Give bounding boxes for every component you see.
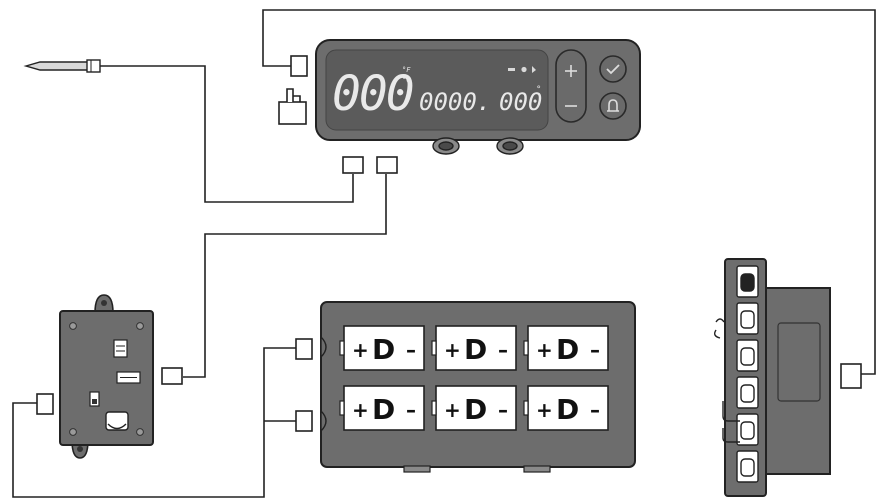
power-supply bbox=[713, 258, 831, 497]
battery-cell: +D– bbox=[431, 325, 517, 371]
main-unit-f: °F bbox=[402, 66, 411, 74]
battery-size-label: D bbox=[372, 333, 395, 366]
battery-plus-sign: + bbox=[352, 338, 369, 362]
battery-plus-sign: + bbox=[536, 398, 553, 422]
connector-relay-out bbox=[376, 156, 398, 174]
battery-terminal-nub bbox=[431, 400, 437, 416]
battery-cell-outline bbox=[343, 325, 425, 371]
wire-relay-to-battery-pack bbox=[12, 347, 296, 498]
probe-tip bbox=[23, 61, 89, 71]
battery-minus-sign: – bbox=[406, 398, 416, 422]
terminal-slot bbox=[736, 450, 759, 483]
alarm-button[interactable] bbox=[599, 92, 627, 120]
power-supply-hook bbox=[713, 318, 725, 339]
terminal-slots bbox=[736, 265, 759, 483]
battery-cells: +D–+D–+D–+D–+D–+D– bbox=[339, 325, 609, 431]
power-supply-clip bbox=[722, 401, 740, 422]
battery-cell-outline bbox=[527, 385, 609, 431]
plus-minus-rocker[interactable] bbox=[555, 49, 587, 123]
terminal-slot bbox=[736, 376, 759, 409]
battery-connectors bbox=[295, 338, 313, 432]
battery-cell: +D– bbox=[523, 385, 609, 431]
controller-display bbox=[325, 49, 549, 131]
battery-minus-sign: – bbox=[590, 398, 600, 422]
tertiary-unit: ° bbox=[536, 85, 541, 95]
controller-connectors bbox=[290, 55, 398, 174]
battery-pack-foot-left bbox=[403, 465, 431, 473]
battery-cell: +D– bbox=[523, 325, 609, 371]
battery-terminal-nub bbox=[523, 340, 529, 356]
relay-box-screws bbox=[69, 322, 144, 436]
relay-connectors bbox=[36, 367, 183, 415]
hand-pointer-icon bbox=[278, 88, 307, 125]
bell-icon bbox=[607, 99, 619, 112]
battery-minus-sign: – bbox=[406, 338, 416, 362]
battery-connector-top bbox=[295, 338, 313, 360]
wires bbox=[12, 9, 876, 498]
battery-minus-sign: – bbox=[498, 338, 508, 362]
battery-size-label: D bbox=[464, 393, 487, 426]
power-supply-window bbox=[777, 322, 821, 402]
wire-controller-to-power-supply bbox=[262, 9, 876, 375]
wire-probe-to-controller bbox=[100, 65, 354, 203]
terminal-slot bbox=[736, 413, 759, 446]
battery-cell: +D– bbox=[339, 325, 425, 371]
connector-probe-in bbox=[342, 156, 364, 174]
terminal-slot bbox=[736, 339, 759, 372]
battery-minus-sign: – bbox=[590, 338, 600, 362]
battery-size-label: D bbox=[464, 333, 487, 366]
battery-cell: +D– bbox=[339, 385, 425, 431]
probe-handle bbox=[86, 59, 101, 73]
relay-connector-right bbox=[161, 367, 183, 385]
battery-plus-sign: + bbox=[444, 398, 461, 422]
relay-box-cable-gland bbox=[105, 411, 129, 431]
battery-connector-bottom bbox=[295, 410, 313, 432]
relay-box-body bbox=[59, 310, 154, 446]
tertiary-readout: 000 bbox=[499, 88, 542, 116]
status-indicator-icons bbox=[508, 66, 536, 73]
battery-size-label: D bbox=[372, 393, 395, 426]
battery-terminal-nub bbox=[523, 400, 529, 416]
confirm-button[interactable] bbox=[599, 55, 627, 83]
battery-terminal-nub bbox=[339, 400, 345, 416]
relay-box-switch bbox=[113, 339, 128, 358]
battery-plus-sign: + bbox=[352, 398, 369, 422]
temperature-probe bbox=[23, 59, 101, 73]
connector-power-in bbox=[290, 55, 308, 77]
battery-pack: +D–+D–+D–+D–+D–+D– bbox=[320, 301, 636, 473]
battery-size-label: D bbox=[556, 393, 579, 426]
power-supply-clip-lower bbox=[722, 428, 740, 443]
terminal-slot bbox=[736, 302, 759, 335]
controller-bottom-ports bbox=[432, 137, 524, 155]
secondary-readout: 0000. bbox=[419, 88, 491, 116]
battery-plus-sign: + bbox=[536, 338, 553, 362]
battery-size-label: D bbox=[556, 333, 579, 366]
check-icon bbox=[606, 64, 620, 75]
battery-cell: +D– bbox=[431, 385, 517, 431]
wire-controller-to-relay-box bbox=[183, 174, 387, 378]
battery-pack-foot-right bbox=[523, 465, 551, 473]
battery-terminal-nub bbox=[339, 340, 345, 356]
plus-icon[interactable] bbox=[565, 65, 577, 77]
battery-plus-sign: + bbox=[444, 338, 461, 362]
main-temperature-readout: 000 bbox=[332, 66, 413, 122]
terminal-slot bbox=[736, 265, 759, 298]
controller-unit: 000 °F °C 0000. 000 ° bbox=[315, 39, 641, 155]
relay-box bbox=[59, 294, 154, 459]
power-supply-connector bbox=[840, 363, 862, 389]
relay-connector-left bbox=[36, 393, 54, 415]
power-supply-mount-plate bbox=[759, 287, 831, 475]
battery-terminal-nub bbox=[431, 340, 437, 356]
main-unit-c: °C bbox=[402, 76, 411, 84]
battery-cell-outline bbox=[343, 385, 425, 431]
battery-minus-sign: – bbox=[498, 398, 508, 422]
